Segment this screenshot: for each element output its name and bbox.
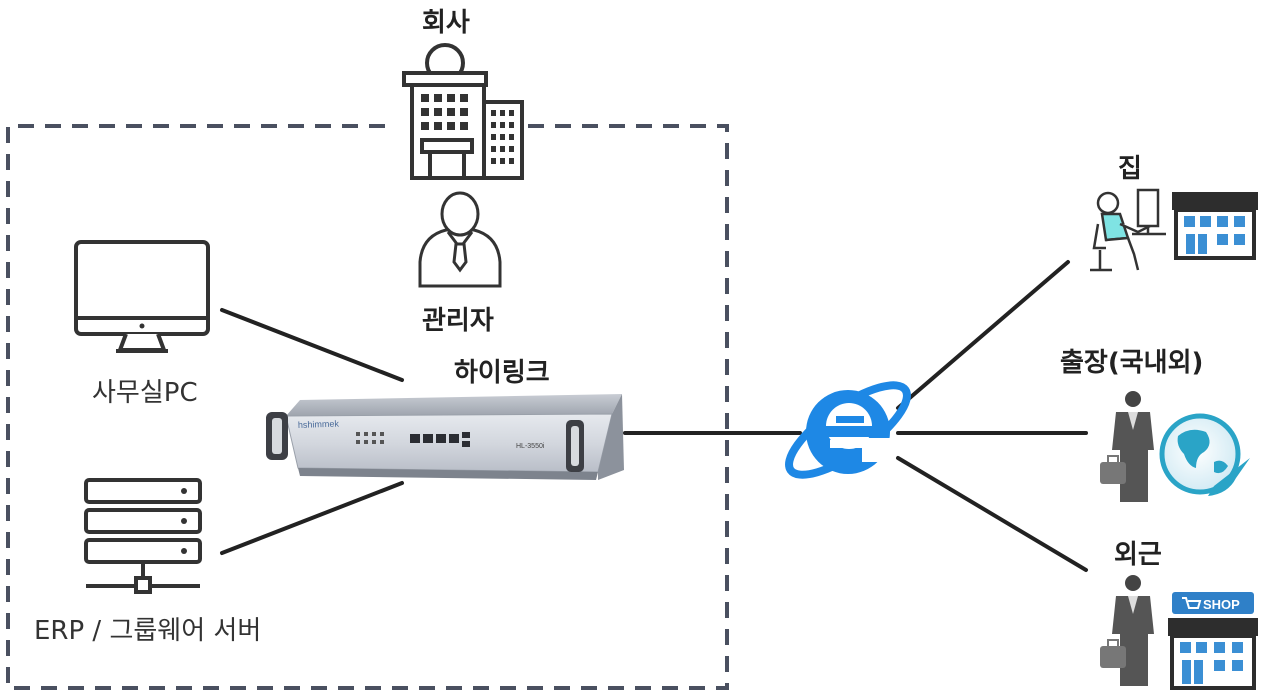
- link-pc: [220, 308, 404, 382]
- server-leds: [181, 488, 187, 554]
- link-field: [896, 456, 1088, 572]
- device-brand-label: hshimmek: [298, 419, 340, 430]
- company-label: 회사: [422, 8, 470, 38]
- business-trip-label: 출장(국내외): [1060, 348, 1204, 378]
- home-label: 집: [1118, 154, 1142, 184]
- monitor-icon: [74, 240, 210, 353]
- connection-lines: [220, 260, 1088, 572]
- company-boundary: [6, 124, 729, 690]
- router-device: [266, 394, 624, 480]
- house-icon: [1172, 192, 1258, 260]
- link-home: [896, 260, 1070, 410]
- field-worker-icon: [1100, 575, 1154, 686]
- office-pc-label: 사무실PC: [92, 378, 198, 408]
- building-icon: [402, 43, 524, 180]
- admin-icon: [418, 191, 502, 288]
- link-server: [220, 481, 404, 555]
- erp-server-label: ERP / 그룹웨어 서버: [34, 616, 262, 646]
- device-model-label: HL-3550i: [516, 443, 545, 450]
- home-worker-icon: [1090, 188, 1166, 272]
- hilink-label: 하이링크: [454, 358, 550, 388]
- internet-explorer-icon: [785, 381, 911, 479]
- field-work-label: 외근: [1114, 540, 1162, 570]
- monitor-power-dot: [139, 323, 145, 329]
- admin-label: 관리자: [422, 306, 494, 336]
- business-traveler-icon: [1100, 391, 1154, 502]
- shop-icon: [1168, 592, 1258, 690]
- shop-sign-label: SHOP: [1203, 597, 1240, 612]
- globe-icon: [1159, 413, 1250, 496]
- server-icon: [84, 478, 202, 594]
